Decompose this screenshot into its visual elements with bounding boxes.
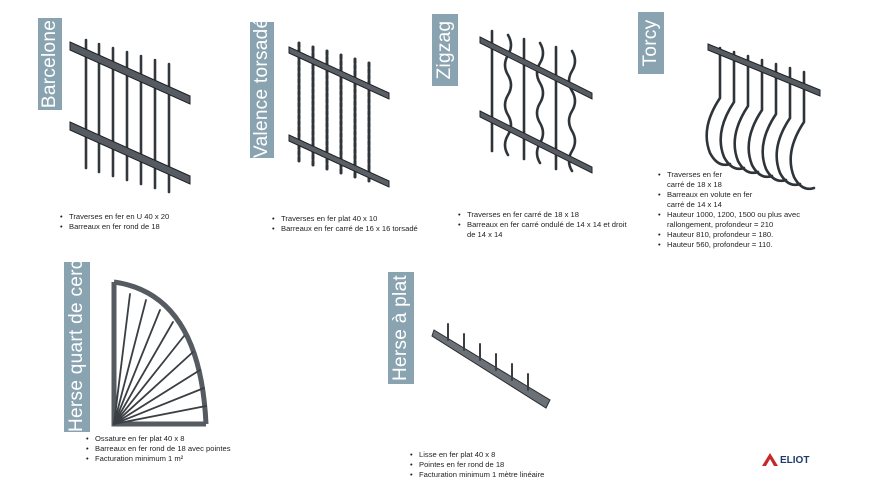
spec-item: Barreaux en fer rond de 18 [60, 222, 169, 232]
svg-text:ELIOT: ELIOT [780, 455, 809, 466]
title-barcelone: Barcelone [38, 18, 62, 110]
spec-item: Hauteur 560, profondeur = 110. [658, 240, 828, 250]
spec-item: Traverses en fer plat 40 x 10 [272, 214, 418, 224]
eliot-logo: ELIOT [762, 453, 809, 466]
specs-barcelone: Traverses en fer en U 40 x 20 Barreaux e… [60, 212, 169, 232]
herse-plat-illustration [431, 323, 551, 409]
spec-item: Lisse en fer plat 40 x 8 [410, 450, 544, 460]
spec-item: Barreaux en volute en fer carré de 14 x … [658, 190, 767, 210]
title-herse-quart: Herse quart de cercle [64, 244, 90, 432]
title-torcy: Torcy [638, 12, 664, 74]
spec-item: Barreaux en fer rond de 18 avec pointes [86, 444, 231, 454]
spec-item: Ossature en fer plat 40 x 8 [86, 434, 231, 444]
spec-item: Traverses en fer carré de 18 x 18 [458, 210, 633, 220]
spec-item: Facturation minimum 1 mètre linéaire [410, 470, 544, 480]
spec-item: Barreaux en fer carré de 16 x 16 torsadé [272, 224, 418, 234]
specs-torcy: Traverses en fer carré de 18 x 18 Barrea… [658, 170, 828, 250]
spec-item: Facturation minimum 1 m² [86, 454, 231, 464]
title-zigzag: Zigzag [432, 14, 458, 86]
specs-herse-quart: Ossature en fer plat 40 x 8 Barreaux en … [86, 434, 231, 464]
spec-item: Traverses en fer carré de 18 x 18 [658, 170, 737, 190]
spec-item: Barreaux en fer carré ondulé de 14 x 14 … [458, 220, 633, 240]
spec-item: Pointes en fer rond de 18 [410, 460, 544, 470]
barcelone-grille-illustration [69, 38, 191, 194]
specs-valence: Traverses en fer plat 40 x 10 Barreaux e… [272, 214, 418, 234]
torcy-grille-illustration [705, 43, 821, 191]
spec-item: Hauteur 1000, 1200, 1500 ou plus avec ra… [658, 210, 828, 230]
title-herse-plat: Herse à plat [388, 272, 414, 384]
zigzag-grille-illustration [479, 29, 593, 174]
spec-item: Hauteur 810, profondeur = 180. [658, 230, 828, 240]
title-valence: Valence torsadé [250, 17, 274, 158]
spec-item: Traverses en fer en U 40 x 20 [60, 212, 169, 222]
specs-herse-plat: Lisse en fer plat 40 x 8 Pointes en fer … [410, 450, 544, 480]
herse-quart-illustration [111, 279, 209, 427]
specs-zigzag: Traverses en fer carré de 18 x 18 Barrea… [458, 210, 633, 240]
valence-grille-illustration [288, 41, 390, 188]
